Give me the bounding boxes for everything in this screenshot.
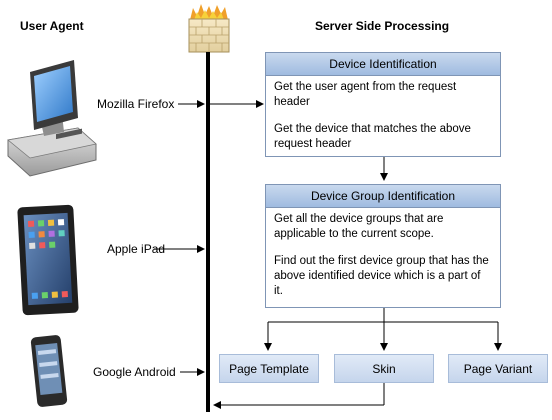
group-step: Get all the device groups that are appli…	[274, 213, 444, 240]
group-step: Find out the first device group that has…	[274, 255, 489, 297]
smartphone-icon	[30, 335, 68, 407]
tablet-icon	[17, 204, 79, 316]
page-template-box: Page Template	[219, 354, 319, 383]
server-side-heading: Server Side Processing	[315, 19, 450, 33]
skin-return-connector	[213, 383, 385, 409]
device-identification-title: Device Identification	[266, 53, 500, 76]
skin-box: Skin	[334, 354, 434, 383]
device-label-firefox: Mozilla Firefox	[97, 97, 175, 111]
device-group-identification-box: Device Group Identification Get all the …	[265, 184, 501, 308]
firewall-icon	[188, 4, 230, 53]
device-group-identification-title: Device Group Identification	[266, 185, 500, 208]
device-label-ipad: Apple iPad	[107, 242, 166, 256]
page-variant-box: Page Variant	[448, 354, 548, 383]
device-label-android: Google Android	[93, 365, 176, 379]
user-agent-heading: User Agent	[20, 19, 84, 33]
device-identification-box: Device Identification Get the user agent…	[265, 52, 501, 157]
group-to-outputs-connector	[264, 308, 502, 351]
identification-step: Get the device that matches the above re…	[274, 123, 471, 150]
device-group-identification-steps: Get all the device groups that are appli…	[266, 208, 500, 299]
desktop-computer-icon	[7, 60, 97, 177]
device-identification-steps: Get the user agent from the request head…	[266, 76, 500, 152]
identification-step: Get the user agent from the request head…	[274, 81, 457, 108]
